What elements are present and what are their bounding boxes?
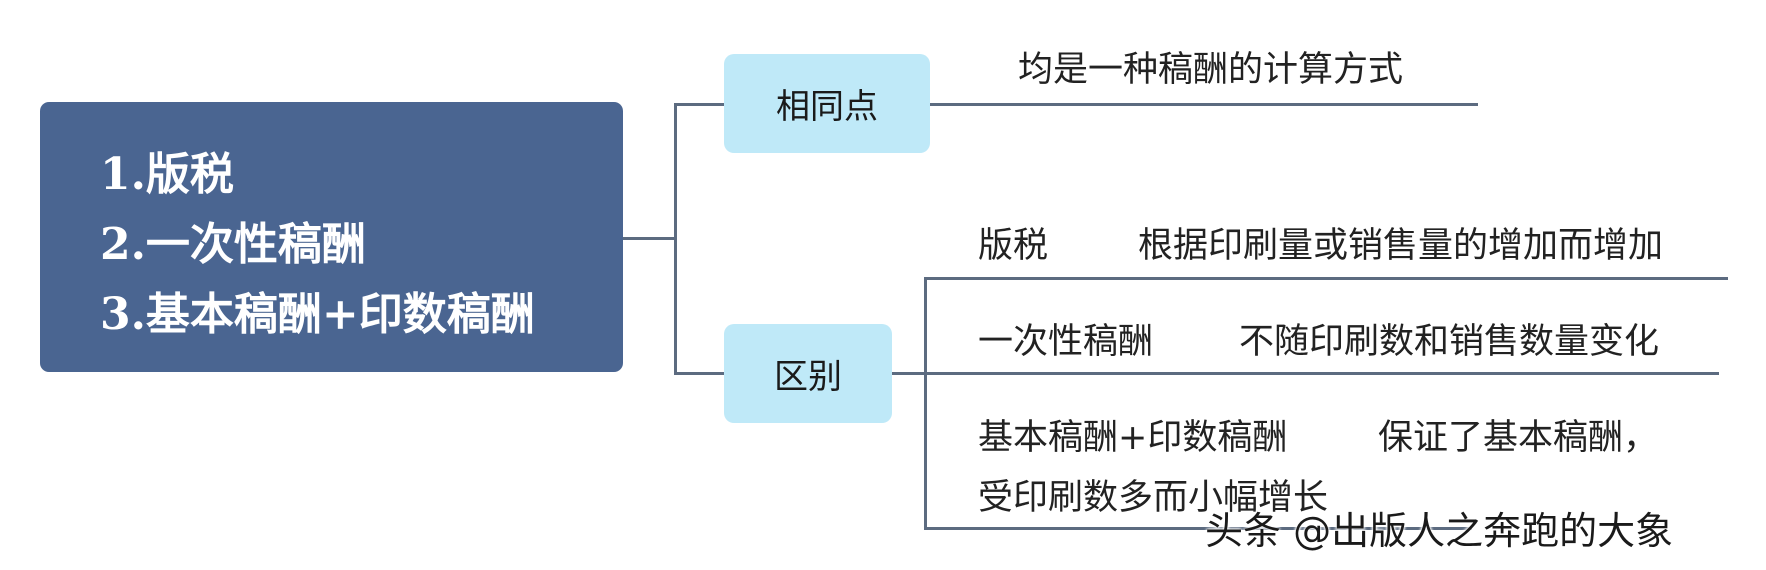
diff-item-one-time-term: 一次性稿酬 [978,322,1154,362]
diff-item-royalty: 版税 根据印刷量或销售量的增加而增加 [978,216,1663,276]
connector-trunk [674,103,677,375]
diff-item-basic-plus-print-term: 基本稿酬+印数稿酬 [978,418,1288,458]
diff-item-royalty-desc: 根据印刷量或销售量的增加而增加 [1138,226,1664,266]
connector-to-similarity [674,103,726,106]
diff-item-basic-plus-print: 基本稿酬+印数稿酬 保证了基本稿酬， [978,408,1658,468]
diff-item-basic-plus-print-desc-cont: 受印刷数多而小幅增长 [978,478,1329,518]
branch-difference-label: 区别 [774,357,842,397]
diff-item-one-time: 一次性稿酬 不随印刷数和销售数量变化 [978,312,1659,372]
diff-item-one-time-desc: 不随印刷数和销售数量变化 [1239,322,1660,362]
root-item-royalty: 1.版税 [100,149,234,200]
underline-diff-royalty [924,277,1728,280]
underline-diff-one-time [924,372,1719,375]
branch-similarity: 相同点 [724,54,930,153]
diff-item-royalty-term: 版税 [978,226,1049,266]
connector-difference-trunk [924,277,927,530]
connector-difference-out [892,372,926,375]
root-item-one-time-fee: 2.一次性稿酬 [100,219,366,270]
branch-difference: 区别 [724,324,892,423]
watermark-text: 头条 @出版人之奔跑的大象 [1205,509,1674,553]
connector-similarity-leaf [930,103,1478,106]
root-item-list: 1.版税 2.一次性稿酬 3.基本稿酬+印数稿酬 [100,140,535,350]
branch-similarity-label: 相同点 [776,87,878,127]
diff-item-basic-plus-print-desc: 保证了基本稿酬， [1378,418,1659,458]
underline-diff-basic-plus-print [924,527,1472,530]
connector-to-difference [674,372,726,375]
root-item-basic-plus-print: 3.基本稿酬+印数稿酬 [100,289,535,340]
connector-root-out [623,237,676,240]
similarity-detail: 均是一种稿酬的计算方式 [1018,50,1404,90]
root-node: 1.版税 2.一次性稿酬 3.基本稿酬+印数稿酬 [40,102,623,372]
